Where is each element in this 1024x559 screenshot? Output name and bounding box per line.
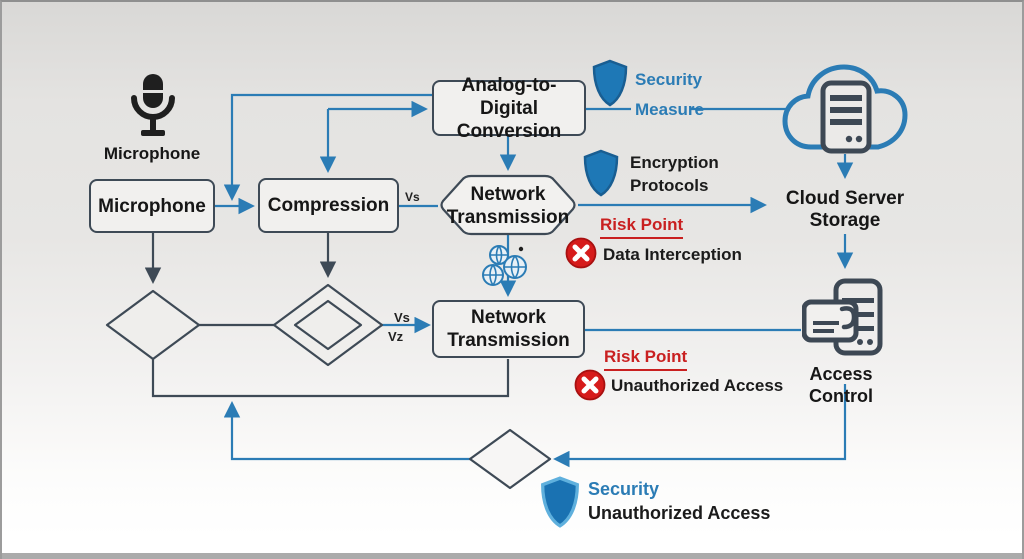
decision1-diamond xyxy=(105,289,201,361)
cloud-server-icon xyxy=(781,55,909,155)
microphone-box-label: Microphone xyxy=(98,195,206,217)
security-measure-line2: Measure xyxy=(635,100,704,119)
edge-diamond-feedback-up xyxy=(223,401,470,461)
network2-box: Network Transmission xyxy=(432,300,585,358)
adc-box: Analog-to-Digital Conversion xyxy=(432,75,586,142)
compression-box-label: Compression xyxy=(267,195,390,216)
encryption-line2: Protocols xyxy=(630,176,709,195)
edge-access-to-diamond xyxy=(553,384,847,468)
encryption-line1: Encryption xyxy=(630,153,719,172)
risk1-desc: Data Interception xyxy=(603,245,742,264)
network1-shape xyxy=(440,174,576,236)
risk2-desc: Unauthorized Access xyxy=(611,376,784,395)
vs-label-compression: Vs xyxy=(405,190,420,204)
adc-line2: Conversion xyxy=(456,120,562,142)
bottom-frame-bar xyxy=(2,553,1022,559)
microphone-caption: Microphone xyxy=(103,144,201,163)
risk2-title: Risk Point xyxy=(604,347,688,371)
microphone-icon xyxy=(126,72,180,140)
risk1-error-icon xyxy=(565,237,597,269)
risk1-title: Risk Point xyxy=(600,215,684,239)
cloud-label-line1: Cloud Server xyxy=(785,188,905,209)
bottom-diamond xyxy=(468,428,552,490)
security-measure-line1: Security xyxy=(635,70,703,89)
cloud-storage-label: Cloud Server Storage xyxy=(785,188,905,232)
adc-box-label: Analog-to-Digital Conversion xyxy=(434,74,584,143)
network1-label: Network Transmission xyxy=(447,183,570,229)
decision2-diamond-inner xyxy=(293,299,363,351)
network1-line2: Transmission xyxy=(446,206,570,228)
vs-label-decision: Vs xyxy=(394,310,410,325)
bottom-security-title: Security xyxy=(588,479,660,499)
bottom-security-shield-icon xyxy=(538,476,582,528)
risk2-error-icon xyxy=(574,369,606,401)
microphone-box: Microphone xyxy=(89,179,215,233)
compression-box: Compression xyxy=(258,178,399,233)
security-measure-shield-icon xyxy=(590,59,630,107)
decision2-diamond-outer xyxy=(272,283,384,367)
access-control-label: Access Control xyxy=(809,364,873,406)
cloud-label-line2: Storage xyxy=(809,210,881,231)
network2-line2: Transmission xyxy=(447,330,570,351)
edge-bottom-return xyxy=(151,359,510,398)
edge-adc-feedback-loop xyxy=(223,93,432,201)
adc-line1: Analog-to-Digital xyxy=(461,74,557,119)
network2-line1: Network xyxy=(471,307,546,328)
network1-line1: Network xyxy=(470,183,546,205)
network2-label: Network Transmission xyxy=(447,306,570,352)
bottom-security-desc: Unauthorized Access xyxy=(588,503,771,523)
access-control-icon xyxy=(801,278,884,358)
network1-node: Network Transmission xyxy=(442,178,574,233)
encryption-shield-icon xyxy=(580,149,622,197)
globe-cluster-icon xyxy=(482,243,530,293)
encryption-label: Encryption Protocols xyxy=(630,151,719,197)
vz-label-decision: Vz xyxy=(388,329,404,344)
